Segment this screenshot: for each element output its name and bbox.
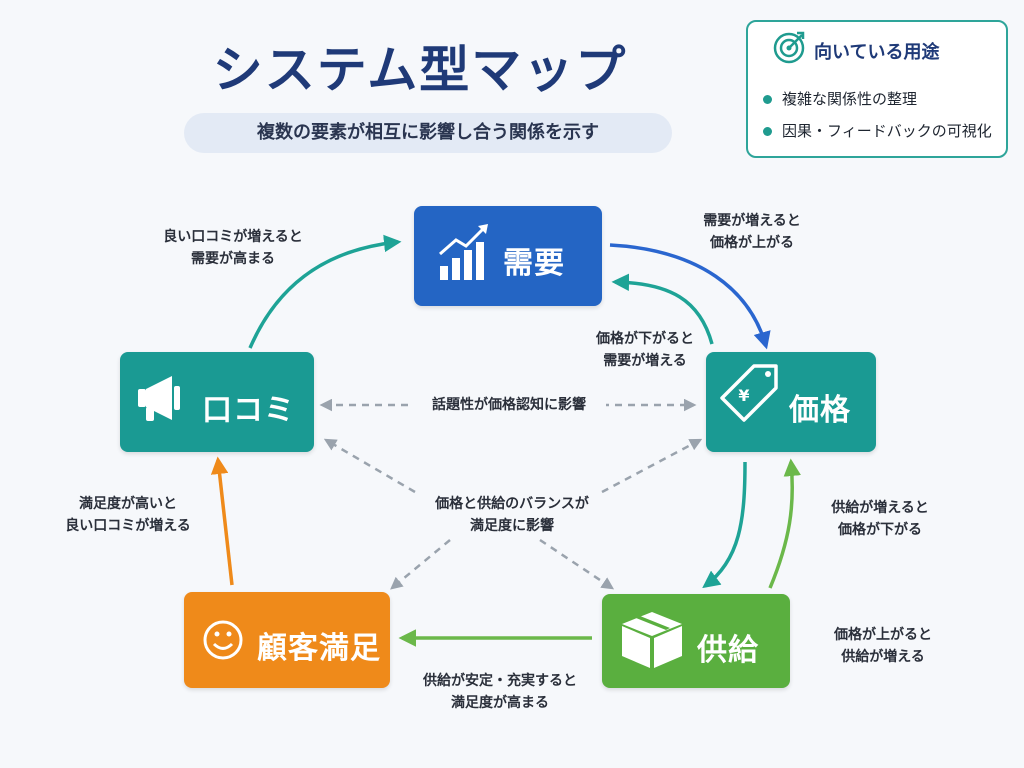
node-satisfaction-label: 顧客満足 bbox=[257, 631, 381, 666]
node-supply bbox=[602, 594, 790, 688]
arrow-demand-to-price bbox=[609, 243, 771, 350]
dashed-arrow-diagonal bbox=[323, 438, 416, 494]
relation-label-price-to-supply: 価格が上がると 供給が増える bbox=[834, 627, 932, 665]
node-demand bbox=[414, 206, 602, 306]
relation-label-satisfaction-to-wom: 満足度が高いと 良い口コミが増える bbox=[65, 496, 191, 534]
node-demand-label: 需要 bbox=[503, 246, 565, 281]
node-supply-label: 供給 bbox=[697, 633, 759, 668]
page-subtitle: 複数の要素が相互に影響し合う関係を示す bbox=[257, 122, 599, 143]
relation-label-wom-to-demand: 良い口コミが増えると 需要が高まる bbox=[163, 229, 303, 267]
relation-label-demand-to-price: 需要が増えると 価格が上がる bbox=[703, 213, 801, 251]
arrow-supply-to-price bbox=[768, 458, 802, 589]
arrow-wom-to-demand bbox=[248, 234, 402, 349]
use-case-item: 因果・フィードバックの可視化 bbox=[782, 122, 992, 140]
arrow-price-to-demand bbox=[611, 273, 714, 345]
arrow-satisfaction-to-wom bbox=[210, 456, 234, 586]
use-case-item: 複雑な関係性の整理 bbox=[782, 90, 918, 108]
page-title: システム型マップ bbox=[212, 41, 628, 99]
arrow-price-to-supply bbox=[702, 461, 747, 589]
node-wom-label: 口コミ bbox=[202, 393, 295, 428]
bullet-icon bbox=[763, 95, 772, 104]
relation-label-balance: 価格と供給のバランスが 満足度に影響 bbox=[416, 493, 608, 537]
bullet-icon bbox=[763, 127, 772, 136]
subtitle-pill bbox=[184, 113, 672, 153]
dashed-arrow-diagonal bbox=[539, 538, 615, 590]
dashed-arrow-diagonal bbox=[601, 438, 703, 494]
relation-label-supply-to-satisfaction: 供給が安定・充実すると 満足度が高まる bbox=[423, 673, 577, 711]
dashed-arrow-diagonal bbox=[390, 539, 451, 590]
node-price-label: 価格 bbox=[789, 393, 851, 428]
relation-label-wom-price: 話題性が価格認知に影響 bbox=[412, 394, 606, 416]
use-case-heading: 向いている用途 bbox=[814, 42, 940, 63]
relation-label-supply-to-price: 供給が増えると 価格が下がる bbox=[831, 500, 929, 538]
relation-label-price-to-demand: 価格が下がると 需要が増える bbox=[596, 331, 694, 369]
